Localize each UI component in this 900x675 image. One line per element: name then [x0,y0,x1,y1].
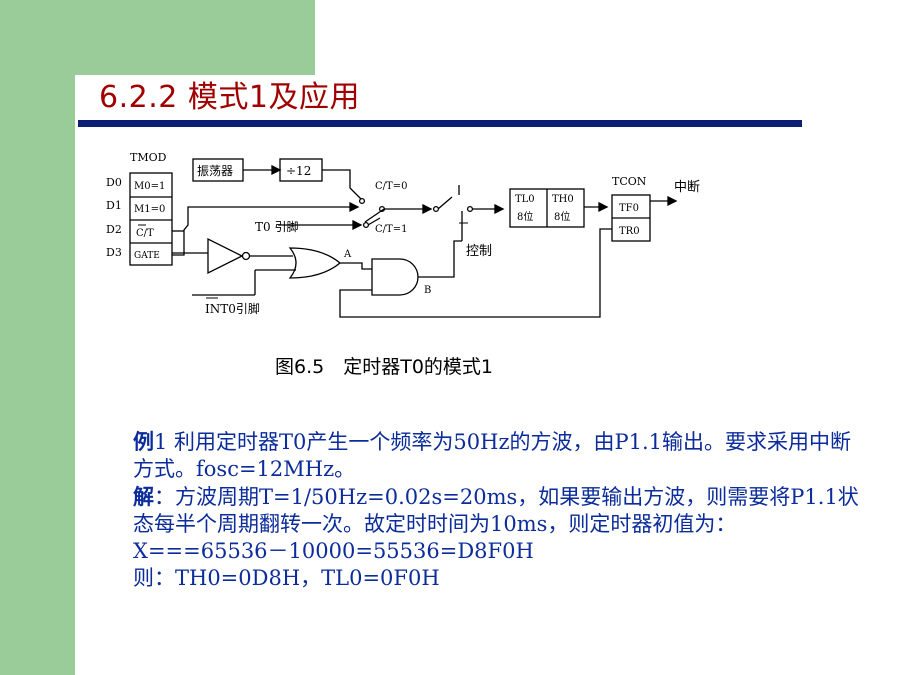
example-label: 例 [133,429,154,454]
tmod-label: TMOD [130,151,167,164]
slide-title: 6.2.2 模式1及应用 [99,80,360,115]
m1-cell: M1=0 [134,204,165,215]
left-green-strip [0,0,75,675]
title-tab [75,75,315,125]
initial-value-line: X===65536－10000=55536=D8F0H [133,539,534,563]
d1-label: D1 [106,199,122,212]
tr0-label: TR0 [619,226,640,237]
control-label: 控制 [466,244,492,259]
gate-cell: GATE [134,251,160,261]
ct-cell: C/T [136,228,154,239]
oscillator-label: 振荡器 [197,164,233,178]
tf0-label: TF0 [619,203,639,214]
tmod-register-box [129,172,173,266]
m0-cell: M0=1 [134,181,165,192]
switch-ct0-label: C/T=0 [375,181,407,192]
tcon-label: TCON [612,175,647,188]
figure-caption: 图6.5 定时器T0的模式1 [275,356,493,378]
divider-label: ÷12 [286,164,311,178]
title-underline [78,120,802,127]
tl0-bits-label: 8位 [517,210,533,223]
th0-bits-label: 8位 [554,210,570,223]
d2-label: D2 [106,223,122,236]
node-a-label: A [343,249,352,260]
timer-mode1-diagram: TMOD D0 D1 D2 D3 M0=1 M1=0 C/T GATE 振荡器 … [106,151,700,318]
int0-pin-label: INT0引脚 [205,301,260,316]
register-values-line: 则：TH0=0D8H，TL0=0F0H [133,566,440,590]
node-b-label: B [424,285,431,296]
solution-statement: ：方波周期T=1/50Hz=0.02s=20ms，如果要输出方波，则需要将P1.… [133,485,859,536]
d3-label: D3 [106,246,122,259]
solution-label: 解 [133,484,154,509]
interrupt-label: 中断 [674,180,700,195]
top-green-block [0,0,315,75]
t0-pin-label: T0 引脚 [255,219,298,234]
tl0-label: TL0 [515,194,535,205]
example-statement: 1 利用定时器T0产生一个频率为50Hz的方波，由P1.1输出。要求采用中断方式… [133,430,852,481]
example-paragraph: 例1 利用定时器T0产生一个频率为50Hz的方波，由P1.1输出。要求采用中断方… [133,428,868,483]
solution-paragraph: 解：方波周期T=1/50Hz=0.02s=20ms，如果要输出方波，则需要将P1… [133,483,868,538]
d0-label: D0 [106,176,122,189]
example-text: 例1 利用定时器T0产生一个频率为50Hz的方波，由P1.1输出。要求采用中断方… [133,428,868,592]
switch-ct1-label: C/T=1 [375,224,407,235]
th0-label: TH0 [552,194,574,205]
